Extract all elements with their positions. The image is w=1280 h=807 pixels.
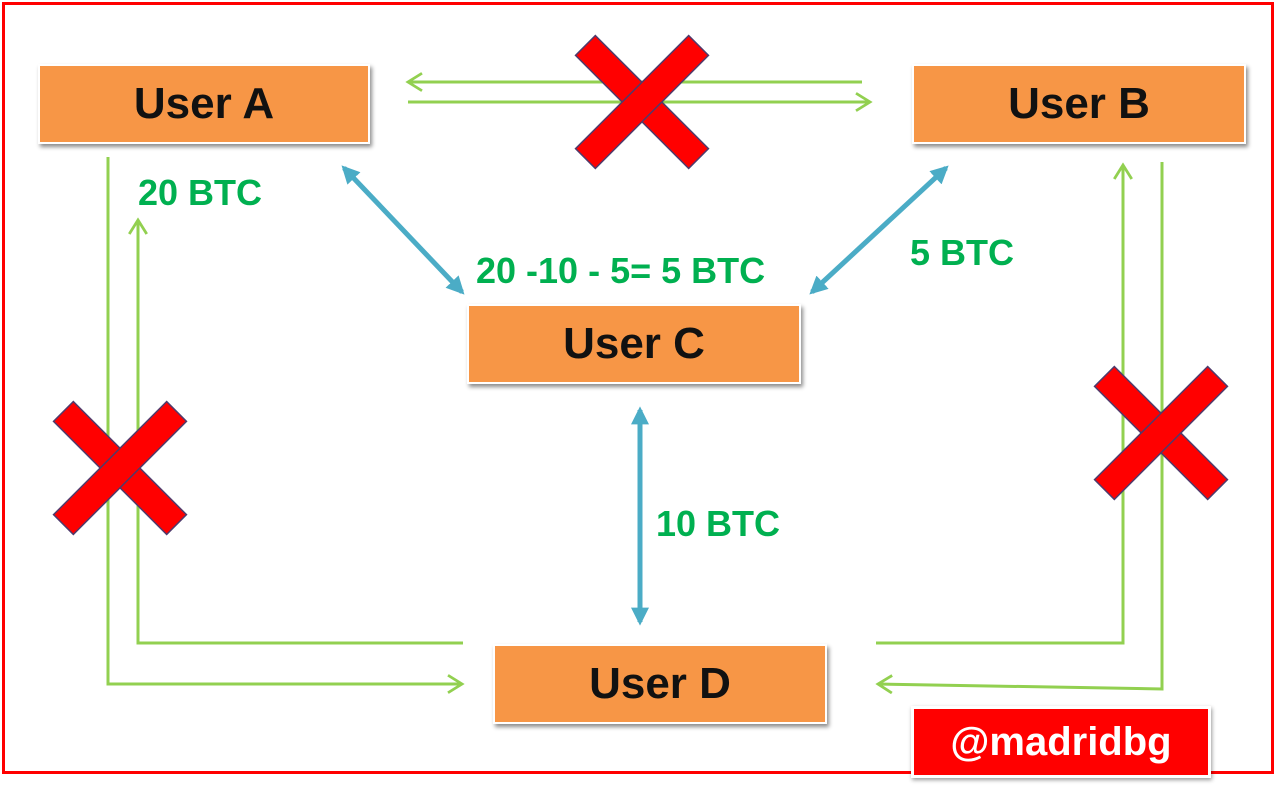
- blocked-x-icon-left: [52, 400, 188, 536]
- blocked-x-icon-top: [574, 34, 710, 170]
- amount-a-channel: 20 BTC: [138, 172, 263, 213]
- node-user-d: User D: [493, 644, 827, 724]
- diagram-border: [2, 2, 1274, 774]
- route-b-to-d: [875, 162, 1164, 695]
- amount-c-balance: 20 -10 - 5= 5 BTC: [476, 250, 766, 291]
- node-user-b: User B: [912, 64, 1246, 144]
- route-d-to-b: [876, 162, 1133, 645]
- node-user-a: User A: [38, 64, 370, 144]
- node-user-c: User C: [467, 304, 801, 384]
- channel-a-c: [341, 165, 465, 295]
- amount-c-d-channel: 10 BTC: [656, 503, 781, 544]
- route-a-to-d: [106, 157, 465, 694]
- blocked-x-icon-right: [1093, 365, 1229, 501]
- amount-b-channel: 5 BTC: [910, 232, 1015, 273]
- channel-b-c: [809, 165, 949, 295]
- route-d-to-a: [128, 217, 463, 645]
- author-handle-badge: @madridbg: [911, 706, 1211, 778]
